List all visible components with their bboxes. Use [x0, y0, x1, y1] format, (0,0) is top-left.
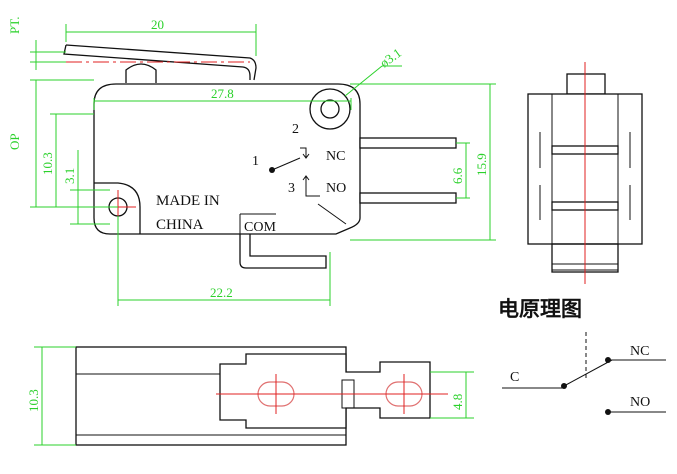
schematic: 电原理图 C NC NO — [498, 297, 666, 415]
mount-boss-right — [309, 88, 351, 130]
terminal-no — [359, 192, 457, 204]
contact-blade — [271, 157, 301, 171]
pin-3-label: 3 — [288, 181, 295, 196]
lever-arm — [65, 44, 257, 81]
dim-op: OP — [7, 133, 22, 150]
dim-6-6: 6.6 — [450, 167, 465, 184]
pin-1-label: 1 — [252, 154, 259, 169]
mount-boss-left — [94, 182, 141, 234]
schematic-title: 电原理图 — [498, 297, 582, 321]
schematic-c: C — [510, 370, 519, 385]
plunger — [125, 63, 157, 83]
no-arrow — [302, 175, 310, 181]
dim-3-1: 3.1 — [62, 168, 77, 184]
dim-bottom-10-3: 10.3 — [26, 389, 41, 412]
schematic-no: NO — [630, 395, 650, 410]
lever-arm-lower — [63, 44, 251, 80]
mount-hole-right — [320, 99, 340, 119]
schematic-nc: NC — [630, 344, 649, 359]
dim-15-9: 15.9 — [474, 153, 489, 176]
nc-contact — [300, 147, 307, 158]
side-dimensions: 20 PT. 27.8 ø3.1 OP 10.3 3.1 6.6 — [7, 17, 496, 306]
dim-4-8: 4.8 — [450, 394, 465, 410]
no-label: NO — [326, 181, 346, 196]
bottom-view: 10.3 4.8 — [26, 346, 474, 446]
side-view: 2 1 3 NC NO MADE IN CHINA COM — [63, 44, 457, 269]
no-contact — [305, 176, 320, 197]
terminal-com — [239, 234, 327, 269]
end-plunger — [566, 73, 606, 95]
terminal-nc — [359, 137, 457, 149]
bottom-terminal-plate — [219, 353, 431, 429]
com-label: COM — [244, 220, 276, 235]
pin-2-label: 2 — [292, 122, 299, 137]
dim-10-3: 10.3 — [40, 152, 55, 175]
pivot-dot — [269, 167, 275, 173]
dim-pt: PT. — [7, 17, 22, 34]
end-view — [527, 62, 643, 284]
dim-22-2: 22.2 — [210, 285, 233, 300]
dim-20: 20 — [151, 17, 164, 32]
switch-body — [93, 83, 361, 235]
nc-arrow — [302, 153, 310, 159]
com-link — [317, 203, 347, 225]
china-label: CHINA — [156, 217, 204, 233]
dim-27-8: 27.8 — [211, 86, 234, 101]
made-in-label: MADE IN — [156, 193, 220, 209]
nc-label: NC — [326, 149, 345, 164]
